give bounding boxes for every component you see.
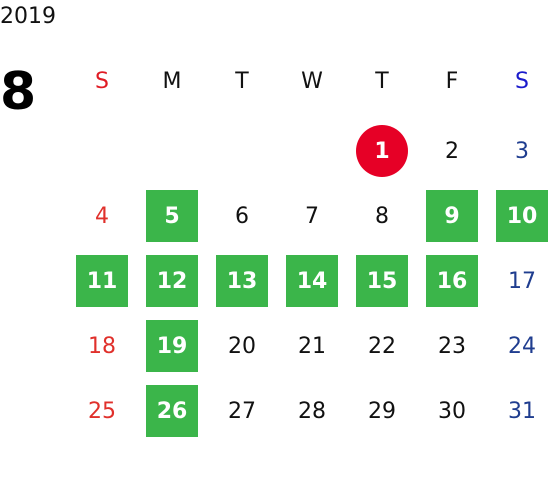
date-cell-holiday[interactable]: 16: [426, 255, 478, 307]
date-cell[interactable]: 29: [368, 398, 396, 424]
date-cell[interactable]: 6: [235, 203, 249, 229]
date-cell[interactable]: 23: [438, 333, 466, 359]
date-cell-holiday[interactable]: 14: [286, 255, 338, 307]
year-label: 2019: [0, 4, 56, 29]
date-cell-holiday[interactable]: 19: [146, 320, 198, 372]
weekday-header-wed: W: [301, 68, 323, 94]
date-cell[interactable]: 7: [305, 203, 319, 229]
date-cell-holiday[interactable]: 13: [216, 255, 268, 307]
date-cell-holiday[interactable]: 11: [76, 255, 128, 307]
date-cell[interactable]: 3: [515, 138, 529, 164]
date-cell-holiday[interactable]: 10: [496, 190, 548, 242]
weekday-header-fri: F: [445, 68, 459, 94]
weekday-header-sun: S: [95, 68, 109, 94]
weekday-header-tue: T: [235, 68, 249, 94]
date-cell[interactable]: 17: [508, 268, 536, 294]
date-cell[interactable]: 25: [88, 398, 116, 424]
date-cell-holiday[interactable]: 9: [426, 190, 478, 242]
date-cell[interactable]: 28: [298, 398, 326, 424]
highlight-circle: 1: [356, 125, 408, 177]
date-cell-holiday[interactable]: 12: [146, 255, 198, 307]
date-cell[interactable]: 21: [298, 333, 326, 359]
date-cell[interactable]: 18: [88, 333, 116, 359]
date-cell[interactable]: 24: [508, 333, 536, 359]
date-cell-holiday[interactable]: 5: [146, 190, 198, 242]
date-cell-holiday[interactable]: 15: [356, 255, 408, 307]
weekday-header-sat: S: [515, 68, 529, 94]
date-cell[interactable]: 2: [445, 138, 459, 164]
date-cell[interactable]: 27: [228, 398, 256, 424]
month-number: 8: [0, 62, 37, 122]
date-cell-holiday[interactable]: 26: [146, 385, 198, 437]
date-cell[interactable]: 31: [508, 398, 536, 424]
date-cell[interactable]: 22: [368, 333, 396, 359]
date-cell[interactable]: 30: [438, 398, 466, 424]
weekday-header-mon: M: [162, 68, 182, 94]
date-cell[interactable]: 20: [228, 333, 256, 359]
date-cell[interactable]: 4: [95, 203, 109, 229]
date-cell[interactable]: 8: [375, 203, 389, 229]
date-cell-highlighted[interactable]: 1: [356, 125, 408, 177]
weekday-header-thu: T: [375, 68, 389, 94]
